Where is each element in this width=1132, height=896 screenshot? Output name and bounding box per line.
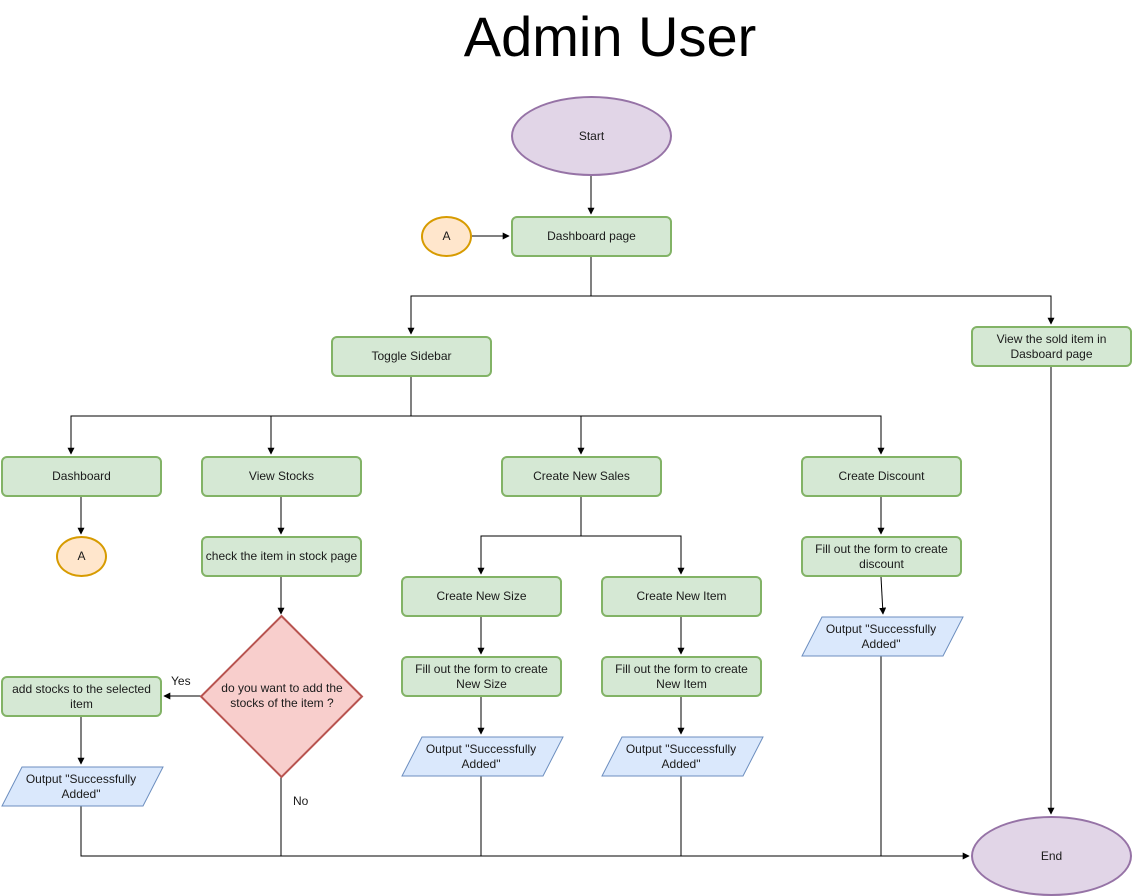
edge-dashboard-page-to-toggle-sidebar	[407, 257, 592, 335]
connector-a-bottom-label: A	[77, 549, 86, 563]
end-terminal: End	[971, 816, 1132, 896]
form-size-label: Fill out the form to create New Size	[415, 661, 548, 691]
add-stocks-box: add stocks to the selected item	[1, 676, 162, 717]
start-label: Start	[578, 128, 605, 143]
edge-create-sales-to-create-size	[477, 497, 582, 575]
view-sold-label: View the sold item in Dasboard page	[996, 331, 1107, 361]
dashboard-page-box: Dashboard page	[511, 216, 672, 257]
create-discount-box: Create Discount	[801, 456, 962, 497]
edge-label-yes: Yes	[171, 674, 191, 688]
view-sold-box: View the sold item in Dasboard page	[971, 326, 1132, 367]
create-size-box: Create New Size	[401, 576, 562, 617]
view-stocks-label: View Stocks	[248, 469, 315, 483]
edge-create-sales-to-create-item	[581, 535, 685, 575]
output-stocks-shape	[1, 766, 164, 807]
create-item-label: Create New Item	[636, 589, 727, 603]
create-item-box: Create New Item	[601, 576, 762, 617]
check-stock-label: check the item in stock page	[205, 549, 358, 563]
connector-a-bottom: A	[56, 536, 107, 577]
form-item-box: Fill out the form to create New Item	[601, 656, 762, 697]
edge-toggle-sidebar-to-create-sales	[411, 415, 885, 455]
edge-label-no: No	[293, 794, 309, 808]
output-item-label: Output "Successfully Added"	[625, 741, 737, 771]
decision-diamond	[199, 614, 364, 779]
start-terminal: Start	[511, 96, 672, 176]
toggle-sidebar-box: Toggle Sidebar	[331, 336, 492, 377]
create-sales-box: Create New Sales	[501, 456, 662, 497]
form-item-label: Fill out the form to create New Item	[615, 661, 748, 691]
output-discount-label: Output "Successfully Added"	[825, 621, 937, 651]
edge-outputs-to-end	[80, 806, 970, 860]
dashboard-page-label: Dashboard page	[547, 229, 636, 243]
output-stocks-label: Output "Successfully Added"	[25, 771, 137, 801]
end-label: End	[1040, 848, 1063, 863]
edge-form-discount-to-output-discount	[879, 576, 887, 615]
output-size-shape	[401, 736, 564, 777]
decision-label: do you want to add the stocks of the ite…	[221, 681, 343, 710]
output-size-label: Output "Successfully Added"	[425, 741, 537, 771]
edge-toggle-sidebar-to-dashboard	[67, 377, 412, 455]
add-stocks-label: add stocks to the selected item	[12, 681, 151, 711]
create-sales-label: Create New Sales	[533, 469, 630, 483]
dashboard-label: Dashboard	[52, 469, 111, 483]
dashboard-box: Dashboard	[1, 456, 162, 497]
connector-a-top-label: A	[442, 229, 451, 243]
view-stocks-box: View Stocks	[201, 456, 362, 497]
form-size-box: Fill out the form to create New Size	[401, 656, 562, 697]
output-item-shape	[601, 736, 764, 777]
create-discount-label: Create Discount	[838, 469, 925, 483]
edge-dashboard-page-to-view-sold	[591, 295, 1055, 325]
connector-a-top: A	[421, 216, 472, 257]
output-discount-shape	[801, 616, 964, 657]
toggle-sidebar-label: Toggle Sidebar	[371, 349, 452, 363]
form-discount-box: Fill out the form to create discount	[801, 536, 962, 577]
create-size-label: Create New Size	[436, 589, 527, 603]
diagram-title: Admin User	[463, 5, 757, 68]
check-stock-box: check the item in stock page	[201, 536, 362, 577]
form-discount-label: Fill out the form to create discount	[815, 541, 948, 571]
